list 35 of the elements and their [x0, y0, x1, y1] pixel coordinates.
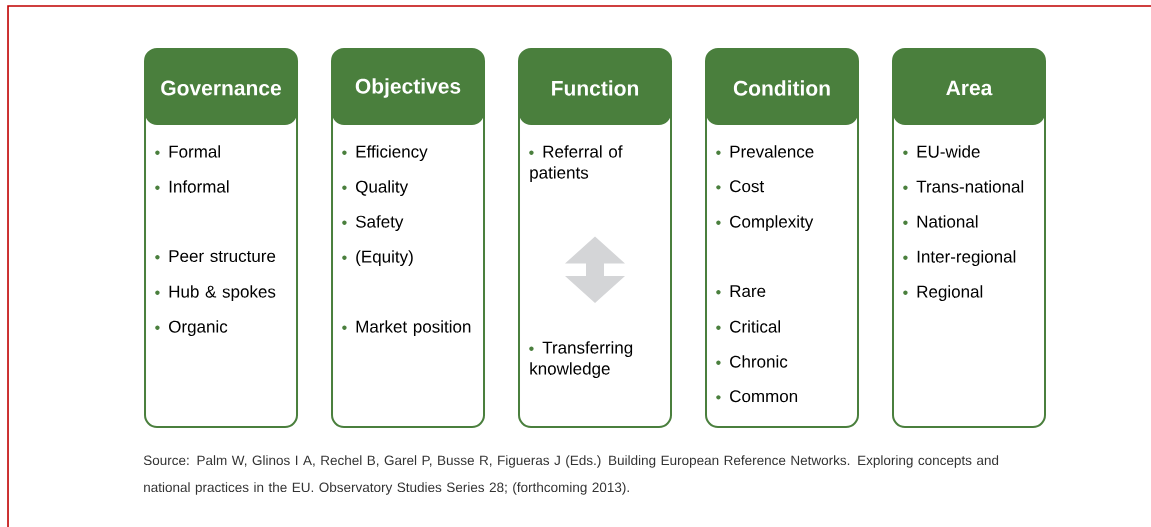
bullet-item: Cost [716, 180, 764, 193]
bullet-item: Formal [155, 145, 220, 158]
bullet-item: EU-wide [903, 145, 980, 158]
bullet-item: Efficiency [342, 145, 428, 162]
bullet-item: Trans-national [903, 180, 1024, 193]
column-box [892, 48, 1046, 428]
bullet-item: Regional [903, 285, 983, 302]
column-box [518, 48, 672, 428]
bullet-item: Quality [342, 180, 409, 197]
bullet-item: (Equity) [342, 250, 413, 267]
column-box [331, 48, 485, 428]
column-heading: Objectives [332, 49, 484, 125]
bullet-item: Hub & spokes [155, 285, 276, 302]
bullet-item: Prevalence [716, 145, 814, 158]
bullet-item: Transferring knowledge [529, 341, 633, 379]
column-heading: Function [519, 49, 671, 125]
bullet-item: Common [716, 390, 798, 403]
column-heading: Area [893, 49, 1045, 125]
column-heading: Condition [706, 49, 858, 125]
bullet-item: Market position [342, 320, 471, 337]
column-box [705, 48, 859, 428]
bullet-item: Safety [342, 215, 404, 232]
column-box [144, 48, 298, 428]
source-note: Source: Palm W, Glinos I A, Rechel B, Garel P, Busse R, Figueras J (Eds.) Building European Reference Networks. Exploring concepts and national practices in the EU. Observatory Studies Series 28; (forthcoming 2013). [143, 455, 999, 495]
bullet-item: National [903, 215, 978, 228]
bullet-item: Referral of patients [529, 145, 623, 183]
bullet-item: Inter-regional [903, 250, 1016, 267]
column-heading: Governance [145, 49, 297, 125]
bullet-item: Organic [155, 320, 228, 337]
bullet-item: Chronic [716, 355, 788, 368]
bullet-item: Critical [716, 320, 780, 333]
bullet-item: Rare [716, 285, 766, 298]
bullet-item: Complexity [716, 215, 814, 232]
bullet-item: Peer structure [155, 250, 276, 263]
bullet-item: Informal [155, 180, 229, 193]
